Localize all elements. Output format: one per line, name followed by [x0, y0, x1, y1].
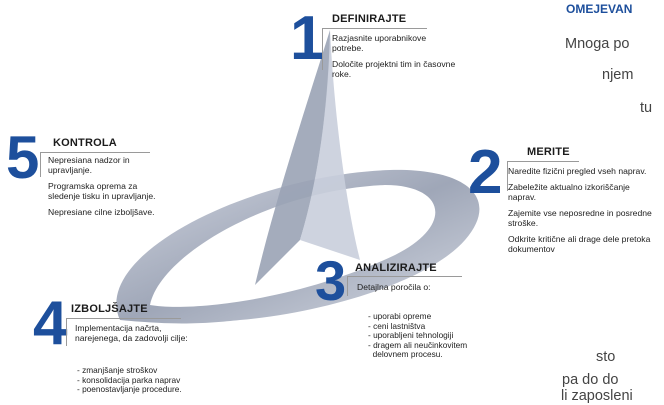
step-2-title: MERITE	[527, 146, 570, 158]
step-3-item: - dragem ali neučinkovitem	[368, 339, 468, 350]
step-1-vline	[322, 28, 323, 70]
step-4-vline	[66, 318, 67, 346]
step-3-list: - uporabi opreme - ceni lastništva - upo…	[368, 311, 498, 360]
step-3-item: - uporabi opreme	[368, 311, 432, 321]
sidebar-heading: OMEJEVAN	[566, 2, 633, 16]
sidebar-line: li zaposleni	[561, 388, 633, 404]
step-2-text: Naredite fizični pregled vseh naprav. Za…	[508, 166, 658, 260]
sidebar-line: sto	[596, 349, 616, 365]
step-5-title: KONTROLA	[53, 137, 117, 149]
step-4-number: 4	[33, 289, 68, 358]
step-3-title: ANALIZIRAJTE	[355, 262, 437, 274]
step-5-paragraph: Programska oprema za sledenje tisku in u…	[48, 181, 156, 201]
step-3-intro: Detajlna poročila o:	[357, 282, 431, 292]
step-1-paragraph: Razjasnite uporabnikove potrebe.	[332, 33, 427, 53]
step-4-item: - zmanjšanje stroškov	[77, 365, 158, 375]
step-3-number: 3	[315, 249, 347, 312]
step-3-underline	[347, 276, 462, 277]
step-2-vline	[507, 161, 508, 191]
step-4-title: IZBOLJŠAJTE	[71, 303, 148, 315]
swoosh-spike	[255, 30, 330, 285]
sidebar-line: Mnoga po	[565, 36, 630, 52]
step-5-text: Nepresiana nadzor in upravljanje. Progra…	[48, 155, 158, 223]
step-1-underline	[322, 28, 427, 29]
sidebar-line: pa do do	[562, 372, 619, 388]
step-2-paragraph: Naredite fizični pregled vseh naprav.	[508, 166, 647, 176]
step-2-paragraph: Odkrite kritične ali drage dele pretoka …	[508, 234, 651, 254]
step-4-item: - konsolidacija parka naprav	[77, 374, 181, 385]
step-2-paragraph: Zabeležite aktualno izkoriščanje naprav.	[508, 182, 630, 202]
swoosh-ring	[116, 169, 480, 324]
step-2-underline	[507, 161, 579, 162]
step-1-number: 1	[290, 4, 325, 73]
step-5-paragraph: Nepresiana nadzor in upravljanje.	[48, 155, 130, 175]
step-5-vline	[40, 152, 41, 177]
step-1-paragraph: Določite projektni tim in časovne roke.	[332, 59, 456, 79]
step-5-number: 5	[6, 124, 40, 191]
step-4-intro: Implementacija načrta, narejenega, da za…	[75, 323, 188, 343]
step-3-item: delovnem procesu.	[368, 349, 443, 360]
sidebar-line: tu	[640, 100, 653, 116]
step-1-text: Razjasnite uporabnikove potrebe. Določit…	[332, 33, 457, 85]
step-3-item: - uporabljeni tehnologiji	[368, 330, 454, 341]
sidebar-line: njem	[602, 67, 634, 83]
step-2-number: 2	[468, 138, 503, 207]
step-3-item: - ceni lastništva	[368, 320, 426, 331]
step-5-underline	[40, 152, 150, 153]
step-1-title: DEFINIRAJTE	[332, 13, 407, 25]
step-4-underline	[66, 318, 181, 319]
step-2-paragraph: Zajemite vse neposredne in posredne stro…	[508, 208, 652, 228]
step-4-list: - zmanjšanje stroškov - konsolidacija pa…	[77, 365, 237, 395]
step-3-vline	[347, 276, 348, 296]
step-4-item: - poenostavljanje procedure.	[77, 384, 182, 395]
step-5-paragraph: Nepresiane cilne izboljšave.	[48, 207, 155, 217]
